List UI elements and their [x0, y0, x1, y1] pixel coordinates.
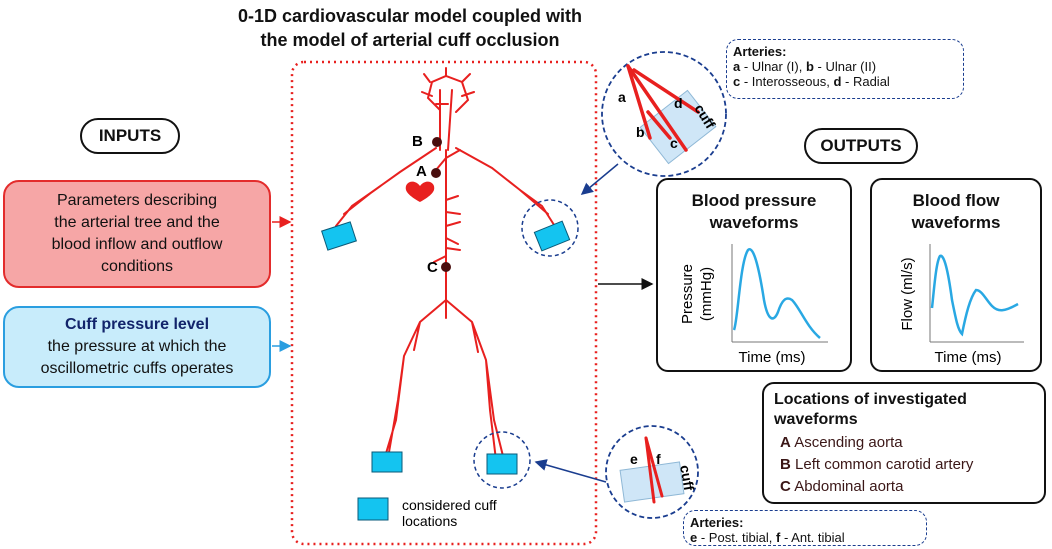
location-item: C Abdominal aorta [780, 476, 1034, 498]
arm-note-b-text: - Ulnar (II) [813, 59, 877, 74]
label-c: C [427, 259, 438, 276]
cuff-right-arm [321, 221, 357, 251]
input1-line-3: blood inflow and outflow [51, 236, 223, 253]
inputs-label: INPUTS [80, 118, 180, 154]
arm-note-d: d [833, 74, 842, 89]
pressure-ylabel-1: Pressure [679, 264, 696, 324]
locations-title-line-1: Locations of investigated [774, 391, 967, 408]
legend-cuff-swatch [357, 497, 389, 521]
cuff-left-arm [533, 220, 571, 252]
pressure-wave [732, 248, 821, 339]
arteries-arm-note: Arteries: a - Ulnar (I), b - Ulnar (II) … [726, 39, 964, 99]
outputs-label: OUTPUTS [804, 128, 918, 164]
input2-line-2: oscillometric cuffs operates [40, 360, 234, 377]
heart-icon [405, 181, 435, 202]
input1-line-2: the arterial tree and the [54, 214, 220, 231]
pressure-title-line-2: waveforms [709, 213, 799, 232]
arm-note-c-text: - Interosseous, [740, 74, 834, 89]
flow-waveform-panel: Blood flow waveforms [870, 178, 1042, 372]
leg-note-e: e [690, 530, 698, 545]
inset-label-d: d [674, 95, 683, 111]
location-letter: B [780, 456, 791, 473]
arm-inset-cuff [639, 89, 717, 165]
arteries-leg-note: Arteries: e - Post. tibial, f - Ant. tib… [683, 510, 927, 546]
pressure-title-line-1: Blood pressure [691, 191, 817, 210]
location-dot-c [441, 262, 451, 272]
arm-inset-arrow [580, 163, 619, 195]
inset-label-e: e [630, 451, 638, 467]
arterial-tree [335, 67, 557, 461]
flow-title-line-1: Blood flow [912, 191, 1000, 210]
inset-label-b: b [636, 124, 645, 140]
flow-panel-title: Blood flow waveforms [872, 190, 1040, 234]
location-item: B Left common carotid artery [780, 454, 1034, 476]
locations-title-line-2: waveforms [774, 411, 858, 428]
inset-label-a: a [618, 89, 626, 105]
flow-ylabel: Flow (ml/s) [899, 257, 916, 330]
model-frame [290, 60, 598, 546]
input-cuff-pressure-box: Cuff pressure level the pressure at whic… [3, 306, 271, 388]
input2-heading: Cuff pressure level [64, 316, 210, 333]
arm-inset-arteries [626, 64, 700, 152]
location-letter: A [780, 434, 791, 451]
leg-inset-arteries [644, 436, 664, 504]
diagram-title: 0-1D cardiovascular model coupled with t… [190, 4, 630, 52]
input1-line-1: Parameters describing [56, 192, 218, 209]
cuffs [321, 220, 571, 521]
inset-label-c: c [670, 135, 678, 151]
cuff-right-leg [371, 451, 403, 473]
arm-note-a: a [733, 59, 741, 74]
input2-line-1: the pressure at which the [47, 338, 227, 355]
pressure-xlabel: Time (ms) [739, 349, 806, 366]
input-parameters-box: Parameters describing the arterial tree … [3, 180, 271, 288]
title-line-2: the model of arterial cuff occlusion [260, 30, 560, 50]
legend-cuff-line-1: considered cuff [402, 497, 497, 513]
inset-label-f: f [656, 451, 661, 467]
flow-title-line-2: waveforms [911, 213, 1001, 232]
location-letter: C [780, 478, 791, 495]
pressure-waveform-panel: Blood pressure waveforms [656, 178, 852, 372]
cuff-left-leg [486, 453, 518, 475]
arm-note-c: c [733, 74, 741, 89]
title-line-1: 0-1D cardiovascular model coupled with [237, 6, 583, 26]
legend-cuff-line-2: locations [402, 513, 457, 529]
leg-note-f: f [775, 530, 781, 545]
location-dot-a [431, 168, 441, 178]
pressure-chart: Pressure (mmHg) Time (ms) [679, 244, 828, 366]
leg-note-heading: Arteries: [690, 515, 744, 530]
location-text: Abdominal aorta [794, 478, 904, 495]
leg-note-e-text: - Post. tibial, [697, 530, 776, 545]
pressure-ylabel-2: (mmHg) [698, 267, 715, 321]
label-a: A [416, 163, 427, 180]
location-dot-b [432, 137, 442, 147]
location-text: Ascending aorta [794, 434, 903, 451]
leg-cuff-highlight [473, 431, 531, 489]
flow-xlabel: Time (ms) [935, 349, 1002, 366]
arm-note-d-text: - Radial [841, 74, 890, 89]
location-item: A Ascending aorta [780, 432, 1034, 454]
location-text: Left common carotid artery [795, 456, 974, 473]
input1-line-4: conditions [100, 258, 174, 275]
arm-cuff-highlight [521, 199, 579, 257]
flow-chart: Flow (ml/s) Time (ms) [899, 244, 1024, 366]
arm-note-b: b [805, 59, 814, 74]
locations-title: Locations of investigated waveforms [774, 390, 1034, 430]
leg-inset-arrow [534, 459, 607, 483]
label-b: B [412, 133, 423, 150]
flow-wave [930, 254, 1019, 337]
leg-note-f-text: - Ant. tibial [780, 530, 845, 545]
pressure-panel-title: Blood pressure waveforms [658, 190, 850, 234]
arm-note-heading: Arteries: [733, 44, 787, 59]
arm-note-a-text: - Ulnar (I), [740, 59, 806, 74]
locations-panel: Locations of investigated waveforms A As… [762, 382, 1046, 504]
inset-leg-cuff-label: cuff [677, 464, 697, 492]
